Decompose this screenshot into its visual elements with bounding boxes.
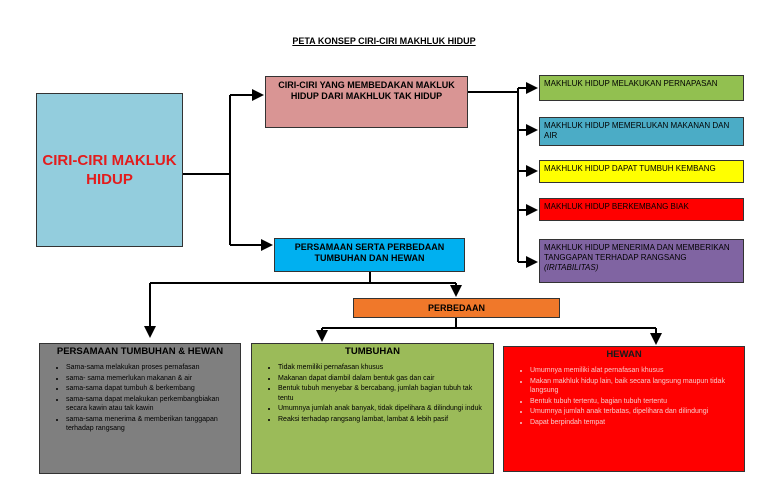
- list-item: sama-sama dapat tumbuh & berkembang: [66, 384, 234, 394]
- main-concept-label: CIRI-CIRI MAKLUK HIDUP: [42, 152, 177, 188]
- trait-italic-suffix: (IRITABILITAS): [544, 263, 599, 272]
- plants-list: Tidak memiliki pernafasan khusus Makanan…: [252, 363, 493, 424]
- list-item: Bentuk tubuh tertentu, bagian tubuh tert…: [530, 397, 738, 407]
- list-item: Umumnya jumlah anak terbatas, dipelihara…: [530, 407, 738, 417]
- page-title: PETA KONSEP CIRI-CIRI MAKHLUK HIDUP: [292, 36, 476, 46]
- animals-list: Umumnya memiliki alat pernafasan khusus …: [504, 366, 744, 427]
- list-item: Dapat berpindah tempat: [530, 418, 738, 428]
- main-concept-box: CIRI-CIRI MAKLUK HIDUP: [36, 93, 183, 247]
- list-item: Tidak memiliki pernafasan khusus: [278, 363, 487, 373]
- trait-label: MAKHLUK HIDUP MELAKUKAN PERNAPASAN: [544, 79, 718, 88]
- list-item: sama-sama dapat melakukan perkembangbiak…: [66, 395, 234, 414]
- differences-box: PERBEDAAN: [353, 298, 560, 318]
- similarity-branch-box: PERSAMAAN SERTA PERBEDAAN TUMBUHAN DAN H…: [274, 238, 465, 272]
- plants-panel: TUMBUHAN Tidak memiliki pernafasan khusu…: [251, 343, 494, 474]
- similarities-panel: PERSAMAAN TUMBUHAN & HEWAN Sama-sama mel…: [39, 343, 241, 474]
- animals-title: HEWAN: [606, 349, 642, 360]
- list-item: Umumnya memiliki alat pernafasan khusus: [530, 366, 738, 376]
- trait-label: MAKHLUK HIDUP MEMERLUKAN MAKANAN DAN AIR: [544, 121, 730, 140]
- trait-label: MAKHLUK HIDUP BERKEMBANG BIAK: [544, 202, 689, 211]
- similarities-list: Sama-sama melakukan proses pernafasan sa…: [40, 363, 240, 434]
- similarities-title: PERSAMAAN TUMBUHAN & HEWAN: [56, 346, 224, 357]
- list-item: Reaksi terhadap rangsang lambat, lambat …: [278, 415, 487, 425]
- list-item: sama-sama menerima & memberikan tanggapa…: [66, 415, 234, 434]
- animals-panel: HEWAN Umumnya memiliki alat pernafasan k…: [503, 346, 745, 472]
- differences-label: PERBEDAAN: [427, 303, 485, 313]
- list-item: Umumnya jumlah anak banyak, tidak dipeli…: [278, 404, 487, 414]
- trait-box-respiration: MAKHLUK HIDUP MELAKUKAN PERNAPASAN: [539, 75, 744, 101]
- trait-box-food-water: MAKHLUK HIDUP MEMERLUKAN MAKANAN DAN AIR: [539, 117, 744, 146]
- list-item: sama- sama memerlukan makanan & air: [66, 374, 234, 384]
- similarity-branch-label: PERSAMAAN SERTA PERBEDAAN TUMBUHAN DAN H…: [294, 242, 445, 263]
- trait-box-reproduction: MAKHLUK HIDUP BERKEMBANG BIAK: [539, 198, 744, 221]
- trait-box-irritability: MAKHLUK HIDUP MENERIMA DAN MEMBERIKAN TA…: [539, 239, 744, 283]
- difference-branch-label: CIRI-CIRI YANG MEMBEDAKAN MAKLUK HIDUP D…: [278, 80, 455, 101]
- trait-box-growth: MAKHLUK HIDUP DAPAT TUMBUH KEMBANG: [539, 160, 744, 183]
- trait-label: MAKHLUK HIDUP MENERIMA DAN MEMBERIKAN TA…: [544, 243, 730, 262]
- list-item: Bentuk tubuh menyebar & bercabang, jumla…: [278, 384, 487, 403]
- plants-title: TUMBUHAN: [345, 346, 400, 357]
- list-item: Sama-sama melakukan proses pernafasan: [66, 363, 234, 373]
- list-item: Makanan dapat diambil dalam bentuk gas d…: [278, 374, 487, 384]
- trait-label: MAKHLUK HIDUP DAPAT TUMBUH KEMBANG: [544, 164, 716, 173]
- list-item: Makan makhluk hidup lain, baik secara la…: [530, 377, 738, 396]
- difference-branch-box: CIRI-CIRI YANG MEMBEDAKAN MAKLUK HIDUP D…: [265, 76, 468, 128]
